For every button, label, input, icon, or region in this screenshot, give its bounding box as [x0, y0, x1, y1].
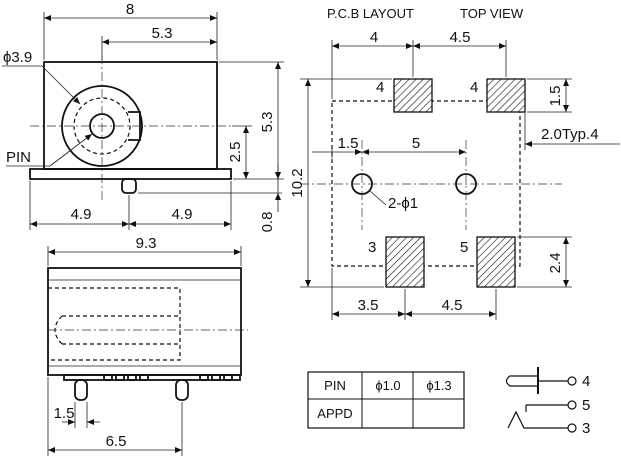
- pcb-hole-label: 2-ϕ1: [388, 195, 418, 212]
- schematic-plug: [505, 375, 539, 387]
- pcb-dim-bottom-3-5: 3.5: [358, 297, 379, 314]
- pcb-dim-2-4: 2.4: [547, 253, 564, 274]
- dim-width-8: 8: [126, 1, 134, 18]
- pad-number-4-left: 4: [376, 79, 384, 96]
- pin-table: PIN ϕ1.0 ϕ1.3 APPD: [307, 371, 465, 429]
- pcb-dim-5: 5: [412, 135, 420, 152]
- pcb-dim-top-4-5: 4.5: [450, 29, 471, 46]
- side-view-pin-right: [175, 379, 189, 401]
- table-header-pin: PIN: [324, 378, 346, 393]
- dim-offset-5-3: 5.3: [152, 25, 173, 42]
- dim-length-9-3: 9.3: [136, 235, 157, 252]
- pcb-top-view-title: TOP VIEW: [460, 6, 524, 21]
- pcb-layout-title: P.C.B LAYOUT: [327, 6, 414, 21]
- pcb-dim-bottom-4-5: 4.5: [442, 297, 463, 314]
- pcb-layout: P.C.B LAYOUT TOP VIEW 4 4 3 5 2-ϕ1 4 4.5: [289, 6, 620, 320]
- side-view-hidden-cavity: [48, 287, 181, 361]
- dim-pin-0-8: 0.8: [259, 212, 276, 233]
- dim-pin-1-5: 1.5: [54, 405, 75, 422]
- pad-3: [385, 236, 425, 288]
- dim-height-5-3: 5.3: [259, 112, 276, 133]
- pcb-dim-pad-typ: 2.0Typ.4: [541, 126, 599, 143]
- pcb-dim-pad-1-5: 1.5: [547, 86, 564, 107]
- side-view-pin-left: [74, 379, 88, 401]
- table-header-phi-1-0: ϕ1.0: [375, 378, 400, 393]
- dim-left-4-9: 4.9: [71, 206, 92, 223]
- schematic-pin-4: 4: [582, 373, 590, 390]
- jack-schematic: 4 5 3: [505, 367, 590, 437]
- top-view: 8 5.3 ϕ3.9 PIN 5.3 2.5 4.9 4.9: [2, 1, 284, 232]
- schematic-pin-5: 5: [582, 397, 590, 414]
- dim-center-2-5: 2.5: [227, 142, 244, 163]
- side-view-body: [47, 267, 242, 376]
- top-view-base: [29, 168, 232, 180]
- pad-number-4-right: 4: [470, 79, 478, 96]
- pad-number-5: 5: [460, 239, 468, 256]
- pin-label: PIN: [6, 149, 31, 166]
- dim-hole-diameter: ϕ3.9: [3, 49, 32, 66]
- pad-5: [476, 236, 516, 288]
- pad-4-left: [393, 78, 433, 113]
- side-view: 9.3 1.5 6.5: [47, 235, 248, 456]
- pad-number-3: 3: [368, 239, 376, 256]
- dim-pin-6-5: 6.5: [106, 433, 127, 450]
- pad-4-right: [486, 78, 526, 113]
- pcb-dim-top-4: 4: [370, 29, 378, 46]
- table-header-phi-1-3: ϕ1.3: [426, 378, 451, 393]
- pcb-dim-1-5: 1.5: [338, 135, 359, 152]
- pcb-dim-height-10-2: 10.2: [289, 168, 306, 197]
- schematic-pin-3: 3: [582, 420, 590, 437]
- table-cell-appd: APPD: [317, 406, 352, 421]
- dim-right-4-9: 4.9: [172, 206, 193, 223]
- top-view-pin: [121, 178, 137, 194]
